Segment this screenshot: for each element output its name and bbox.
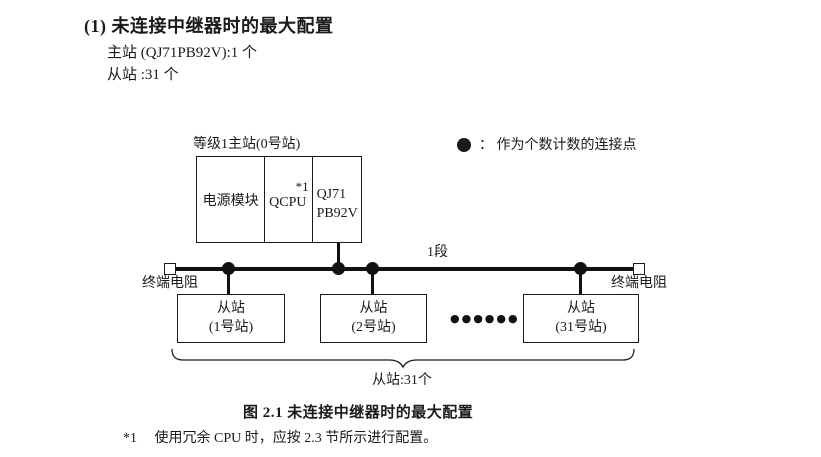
connection-point-dot (366, 262, 379, 275)
cpu-module-cell: *1 QCPU (265, 157, 313, 242)
footnote-text: 使用冗余 CPU 时，应按 2.3 节所示进行配置。 (154, 431, 438, 446)
bus-segment-line (171, 267, 639, 271)
slave-count-line: 从站 :31 个 (107, 67, 179, 83)
section-heading: (1) 未连接中继器时的最大配置 (84, 16, 334, 36)
slave-station-name: 从站 (217, 300, 245, 316)
legend-description: 作为个数计数的连接点 (496, 138, 637, 153)
master-station-box: 电源模块 *1 QCPU QJ71 PB92V (196, 156, 362, 243)
slave1-drop-line (227, 269, 230, 295)
connection-point-dot (574, 262, 587, 275)
network-module-cell: QJ71 PB92V (313, 157, 361, 242)
cpu-footnote-marker: *1 (295, 179, 309, 194)
power-module-cell: 电源模块 (197, 157, 266, 242)
slave-station-number: (31号站) (555, 319, 607, 335)
segment-label: 1段 (427, 245, 448, 260)
network-module-line2: PB92V (316, 206, 358, 221)
slave31-drop-line (579, 269, 582, 295)
master-count-line: 主站 (QJ71PB92V):1 个 (107, 45, 258, 61)
figure-caption: 图 2.1 未连接中继器时的最大配置 (243, 405, 474, 421)
ellipsis-dots: ●●●●●● (450, 312, 520, 325)
terminating-resistor-right-icon (633, 263, 645, 275)
slave-station-box-1: 从站 (1号站) (177, 294, 285, 343)
slave-station-number: (1号站) (208, 319, 254, 335)
slave-station-name: 从站 (567, 300, 595, 316)
slave-total-label: 从站:31个 (372, 373, 432, 388)
legend-colon: ： (479, 138, 493, 153)
terminating-resistor-left-icon (164, 263, 176, 275)
master-drop-line (337, 243, 340, 269)
terminating-resistor-right-label: 终端电阻 (611, 276, 667, 291)
network-module-line1: QJ71 (316, 187, 347, 202)
slave-station-box-2: 从站 (2号站) (320, 294, 427, 343)
legend-text: ： 作为个数计数的连接点 (479, 139, 637, 153)
slave-station-name: 从站 (359, 300, 388, 316)
slave2-drop-line (371, 269, 374, 295)
footnote-marker: *1 (123, 431, 137, 446)
connection-point-icon (457, 138, 471, 152)
slave-station-number: (2号站) (351, 319, 396, 335)
master-station-label: 等级1主站(0号站) (193, 137, 301, 152)
slave-station-box-31: 从站 (31号站) (523, 294, 639, 343)
footnote: *1 使用冗余 CPU 时，应按 2.3 节所示进行配置。 (123, 427, 437, 447)
cpu-module-label: QCPU (269, 195, 307, 210)
connection-point-dot (222, 262, 235, 275)
terminating-resistor-left-label: 终端电阻 (142, 276, 198, 291)
